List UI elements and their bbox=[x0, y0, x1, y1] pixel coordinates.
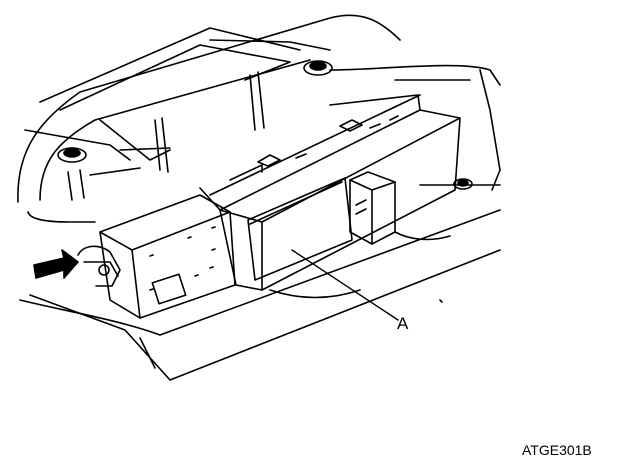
mounting-nut bbox=[57, 147, 87, 163]
callout-label: A bbox=[397, 314, 409, 333]
retaining-clip bbox=[77, 245, 121, 287]
floor-outline bbox=[19, 209, 501, 381]
module-housing bbox=[199, 94, 461, 291]
mounting-nut bbox=[303, 60, 333, 76]
callout-leader-line bbox=[291, 249, 399, 321]
sub-module-box bbox=[99, 194, 236, 319]
mounting-nut bbox=[453, 178, 473, 190]
support-brackets bbox=[67, 71, 265, 201]
figure-code: ATGE301B bbox=[522, 442, 592, 458]
direction-arrow bbox=[33, 249, 79, 279]
body-panel-outline bbox=[17, 14, 501, 223]
